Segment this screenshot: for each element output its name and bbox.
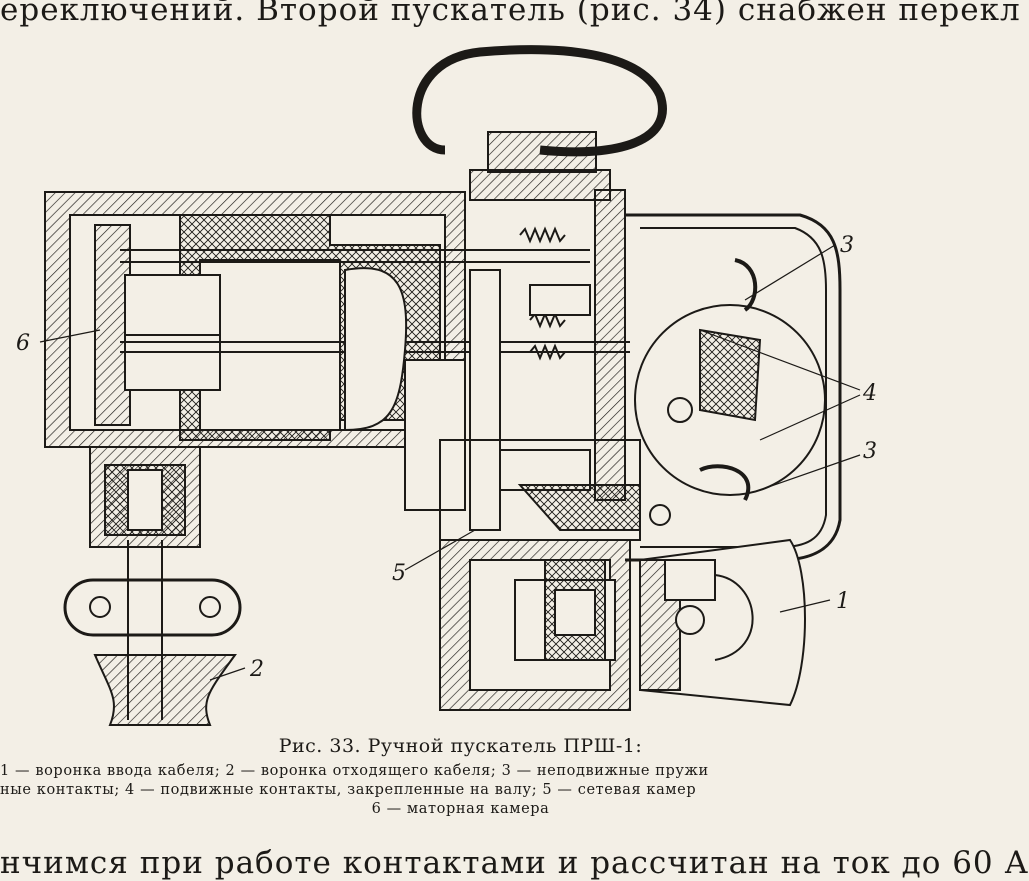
- network-chamber-housing: [625, 213, 842, 562]
- callout-5: 5: [392, 561, 406, 586]
- callout-4: 4: [862, 381, 877, 406]
- output-cable-funnel: [93, 654, 237, 726]
- callout-3a: 3: [840, 233, 854, 258]
- legend-line-1: 1 — воронка ввода кабеля; 2 — воронка от…: [0, 763, 709, 779]
- legend-line-2: ные контакты; 4 — подвижные контакты, за…: [0, 782, 697, 798]
- callout-2: 2: [249, 657, 264, 682]
- figure-legend: 1 — воронка ввода кабеля; 2 — воронка от…: [0, 762, 921, 819]
- page-text-top: ереключений. Второй пускатель (рис. 34) …: [0, 0, 1021, 28]
- page-text-bottom: нчимся при работе контактами и рассчитан…: [0, 845, 1029, 881]
- callout-labels: 6 3 4 3 5 1 2: [16, 233, 877, 682]
- figure-caption: Рис. 33. Ручной пускатель ПРШ-1:: [278, 735, 643, 757]
- legend-line-3: 6 — маторная камера: [371, 801, 550, 817]
- starter-drawing: 6 3 4 3 5 1 2: [16, 45, 877, 726]
- callout-6: 6: [16, 331, 30, 356]
- callout-3b: 3: [863, 439, 877, 464]
- callout-1: 1: [836, 589, 850, 614]
